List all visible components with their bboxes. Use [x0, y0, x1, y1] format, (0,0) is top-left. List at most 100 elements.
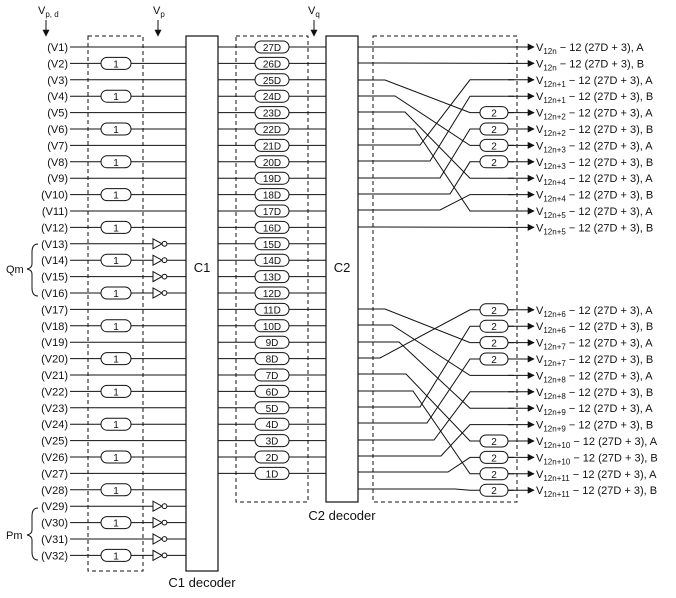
tap-label: 6D — [266, 387, 279, 398]
output-rest: − 12 (27D + 3), B — [566, 91, 653, 103]
output-label: V12n+8 − 12 (27D + 3), A — [536, 370, 653, 384]
output-label: V12n+10 − 12 (27D + 3), B — [536, 452, 658, 466]
input-label: (V12) — [41, 222, 68, 234]
output-label: V12n+11 − 12 (27D + 3), B — [536, 485, 657, 499]
tap-element — [254, 417, 290, 431]
output-label: V12n+6 − 12 (27D + 3), A — [536, 305, 653, 319]
output-main: V — [536, 485, 544, 497]
vpd-label: Vp, d — [38, 5, 59, 19]
output-main: V — [536, 108, 544, 120]
delay1-label: 1 — [113, 453, 119, 464]
output-label: V12n+3 − 12 (27D + 3), B — [536, 157, 653, 171]
output-rest: − 12 (27D + 3), B — [570, 452, 657, 464]
tap-label: 9D — [266, 338, 279, 349]
tap-group-box — [235, 35, 309, 503]
output-rest: − 12 (27D + 3), B — [566, 354, 653, 366]
tap-label: 5D — [266, 404, 279, 415]
tap-label: 4D — [266, 420, 279, 431]
tap-element — [254, 40, 290, 54]
inverter-bubble — [161, 536, 168, 542]
tap-element — [254, 204, 290, 218]
delay1-label: 1 — [113, 256, 119, 267]
delay1-label: 1 — [113, 158, 119, 169]
inverter-bubble — [161, 257, 168, 264]
tap-element — [254, 384, 290, 398]
delay1-element — [100, 89, 132, 103]
delay1-label: 1 — [113, 191, 119, 202]
tap-element — [254, 73, 290, 87]
c2-output-wire — [358, 79, 514, 146]
delay2-element — [479, 138, 509, 152]
delay1-element — [100, 384, 132, 398]
c2-output-wire — [358, 95, 514, 162]
tap-element — [254, 352, 290, 366]
delay1-element — [100, 56, 132, 70]
input-label: (V1) — [47, 42, 68, 54]
output-sub: 12n+3 — [543, 145, 566, 154]
output-main: V — [536, 354, 544, 366]
tap-element — [254, 466, 290, 480]
input-label: (V4) — [47, 91, 68, 103]
pm-label: Pm — [6, 530, 23, 542]
delay2-element — [479, 483, 509, 497]
tap-element — [254, 56, 290, 70]
tap-label: 19D — [263, 174, 281, 185]
input-label: (V22) — [41, 386, 68, 398]
delay2-label: 2 — [491, 141, 497, 152]
output-main: V — [536, 75, 544, 87]
tap-label: 21D — [263, 141, 281, 152]
c2-output-wire — [358, 95, 514, 146]
output-main: V — [536, 321, 544, 333]
tap-element — [254, 171, 290, 185]
input-label: (V18) — [41, 321, 68, 333]
output-label: V12n+10 − 12 (27D + 3), A — [536, 436, 658, 450]
output-rest: − 12 (27D + 3), A — [566, 206, 653, 218]
input-list: (V1)(V2)(V3)(V4)(V5)(V6)(V7)(V8)(V9)(V10… — [41, 42, 68, 562]
output-sub: 12n+4 — [543, 178, 566, 187]
input-label: (V30) — [41, 518, 68, 530]
output-sub: 12n+10 — [543, 457, 570, 466]
tap-label: 2D — [266, 453, 279, 464]
output-main: V — [536, 338, 544, 350]
c2-output-wire — [358, 194, 514, 211]
inverter — [152, 237, 164, 250]
input-label: (V26) — [41, 452, 68, 464]
output-rest: − 12 (27D + 3), B — [566, 222, 653, 234]
tap-element — [254, 220, 290, 234]
output-label: V12n+3 − 12 (27D + 3), A — [536, 140, 653, 154]
output-sub: 12n+5 — [543, 227, 566, 236]
delay1-element — [100, 253, 132, 267]
delay2-label: 2 — [491, 470, 497, 481]
output-label: V12n+8 − 12 (27D + 3), B — [536, 387, 653, 401]
pm-brace — [26, 507, 39, 561]
c2-output-wire — [358, 111, 514, 179]
output-label: V12n+1 − 12 (27D + 3), B — [536, 91, 653, 105]
c2-decoder-block — [325, 35, 359, 503]
input-label: (V11) — [42, 206, 68, 218]
output-rest: − 12 (27D + 3), A — [570, 469, 657, 481]
output-label: V12n+9 − 12 (27D + 3), A — [536, 403, 653, 417]
inverter — [152, 549, 164, 562]
c2-output-wire — [358, 128, 514, 212]
delay1-label: 1 — [113, 289, 119, 300]
tap-element — [254, 253, 290, 267]
tap-element — [254, 286, 290, 300]
output-rest: − 12 (27D + 3), B — [566, 387, 653, 399]
tap-element — [254, 188, 290, 202]
output-rest: − 12 (27D + 3), B — [566, 190, 653, 202]
output-rest: − 12 (27D + 3), A — [566, 108, 653, 120]
output-rest: − 12 (27D + 3), A — [566, 75, 653, 87]
output-rest: − 12 (27D + 3), A — [566, 370, 653, 382]
input-label: (V17) — [41, 304, 68, 316]
c2-output-wire — [358, 424, 514, 457]
inverter — [152, 270, 164, 283]
input-label: (V27) — [41, 468, 68, 480]
tap-label: 27D — [263, 43, 281, 54]
output-main: V — [536, 58, 544, 70]
output-sub: 12n+6 — [543, 310, 566, 319]
tap-element — [254, 401, 290, 415]
